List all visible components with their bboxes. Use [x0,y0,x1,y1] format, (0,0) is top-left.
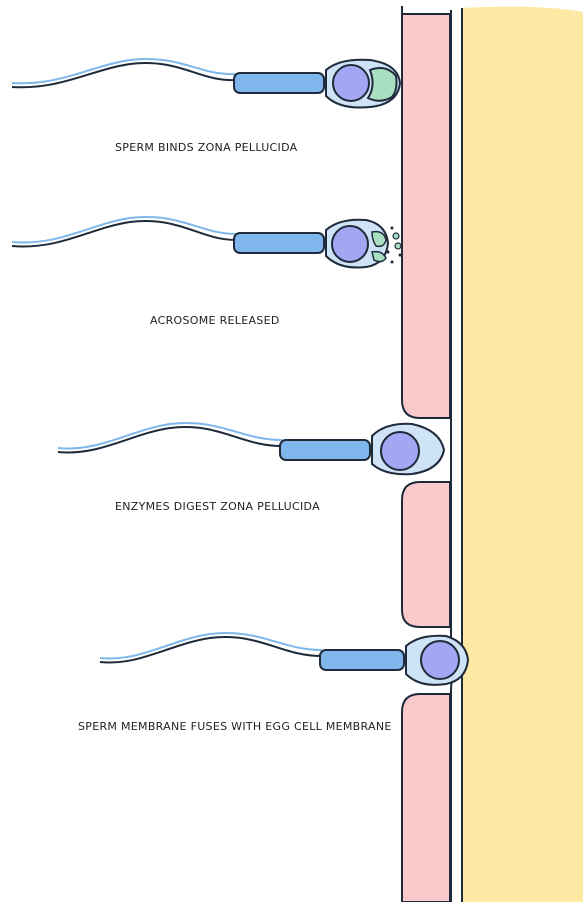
sperm-3 [58,423,444,474]
sperm-2 [12,217,402,268]
zona-pellucida-segment [402,14,450,418]
acrosome [368,68,397,101]
nucleus [381,432,419,470]
sperm-tail [58,427,282,452]
sperm-midpiece [280,440,370,460]
sperm-tail [12,63,236,87]
enzyme-vesicle [399,254,402,257]
enzyme-vesicle [393,233,399,239]
zona-pellucida-segment [402,694,450,902]
egg-cytoplasm [462,7,583,902]
sperm-tail [12,217,236,243]
step-4-caption: SPERM MEMBRANE FUSES WITH EGG CELL MEMBR… [78,720,392,733]
sperm-tail [12,59,236,83]
sperm-tail [12,221,236,246]
step-1-caption: SPERM BINDS ZONA PELLUCIDA [115,141,297,154]
nucleus [333,65,369,101]
nucleus [332,226,368,262]
enzyme-vesicle [387,251,390,254]
step-3-caption: ENZYMES DIGEST ZONA PELLUCIDA [115,500,320,513]
sperm-midpiece [234,233,324,253]
sperm-midpiece [234,73,324,93]
sperm-midpiece [320,650,404,670]
nucleus [421,641,459,679]
sperm-tail [58,423,282,449]
enzyme-vesicle [391,227,394,230]
enzyme-vesicle [395,243,401,249]
step-2-caption: ACROSOME RELEASED [150,314,280,327]
sperm-4 [100,633,468,685]
egg-membrane-outer [451,10,458,902]
zona-pellucida-segment [402,482,450,627]
sperm-tail [100,633,322,659]
enzyme-vesicle [391,261,394,264]
sperm-1 [12,59,400,108]
sperm-tail [100,637,322,662]
